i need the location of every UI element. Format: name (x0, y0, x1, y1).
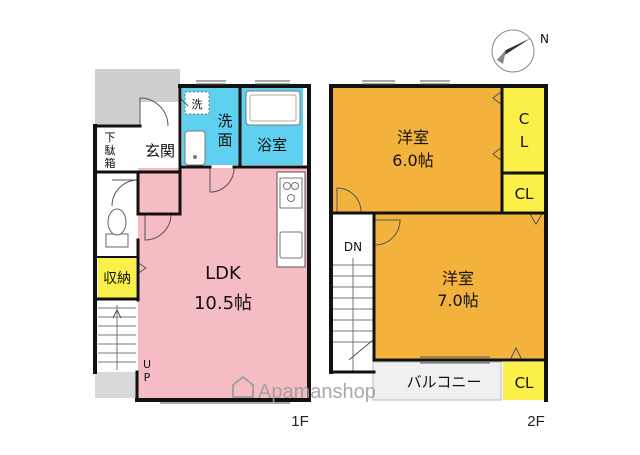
washer-label: 洗 (192, 98, 203, 111)
stair-1f-treads (98, 305, 136, 370)
storage-label: 収納 (103, 271, 131, 287)
porch-exterior (95, 69, 180, 102)
western1-size: 6.0帖 (392, 151, 433, 170)
western2-name: 洋室 (442, 269, 474, 288)
dn-hall (333, 214, 373, 254)
watermark-text: Apamanshop (258, 381, 376, 403)
closet-balcony (503, 362, 545, 400)
western1-door-swing (336, 187, 362, 213)
balcony (372, 361, 502, 401)
floor-2-windows (362, 80, 490, 364)
shoe-box-label-3: 箱 (105, 156, 116, 170)
western1-name: 洋室 (397, 128, 429, 147)
floor-2: 洋室 6.0帖 洋室 7.0帖 C L CL CL DN バルコニー 2F (329, 80, 548, 430)
stove-icon (279, 177, 303, 209)
ldk-name: LDK (205, 263, 242, 284)
floor-2-label: 2F (527, 413, 545, 430)
floor-1-label: 1F (291, 413, 309, 430)
western2-size: 7.0帖 (437, 291, 478, 310)
entrance-door-swing (139, 97, 169, 127)
western2-door-swing (374, 219, 401, 246)
compass-ring (491, 29, 535, 73)
washroom-label-2: 面 (217, 131, 232, 149)
stair-up-label-u: U (143, 358, 151, 371)
shoe-box-label-2: 駄 (105, 143, 116, 157)
wash-basin-icon (184, 130, 206, 166)
western-room-2 (375, 214, 545, 359)
closet-mid (503, 174, 545, 212)
closet-top-label-c: C (519, 110, 529, 128)
shoe-box-label-1: 下 (105, 131, 116, 144)
floor-1-windows (160, 80, 290, 404)
floor-2-walls (329, 84, 548, 402)
entrance-label: 玄関 (145, 142, 175, 160)
watermark-house-icon (232, 375, 254, 398)
compass: N (491, 29, 549, 73)
closet-top (503, 88, 545, 172)
western-room-1 (333, 87, 501, 212)
ldk-size: 10.5帖 (194, 293, 252, 314)
compass-needle-icon (497, 38, 531, 60)
stair-down-label: DN (344, 240, 362, 254)
closet-mid-label: CL (515, 185, 534, 203)
floor-1: LDK 10.5帖 玄関 下 駄 箱 洗 洗 面 浴室 収納 U P 1F (93, 69, 311, 430)
bath-label: 浴室 (257, 136, 287, 154)
compass-north-label: N (540, 32, 549, 46)
sink-icon (279, 231, 303, 259)
stair-up-label-p: P (144, 371, 151, 384)
hall-door-swing (144, 213, 172, 241)
storage-room (98, 257, 136, 298)
floor-1-walls (93, 84, 311, 402)
washroom-label-1: 洗 (217, 112, 232, 130)
stair-up-arrow-icon (112, 309, 122, 319)
entrance-floor (140, 126, 180, 172)
closet-top-label-l: L (520, 133, 529, 151)
ldk-door-swing (209, 167, 235, 193)
stair-2f-treads (333, 258, 373, 372)
watermark: Apamanshop (232, 375, 376, 403)
toilet-icon (105, 208, 129, 248)
closet-balcony-label: CL (515, 374, 534, 392)
bathtub-icon (245, 90, 301, 126)
balcony-label: バルコニー (407, 373, 482, 391)
